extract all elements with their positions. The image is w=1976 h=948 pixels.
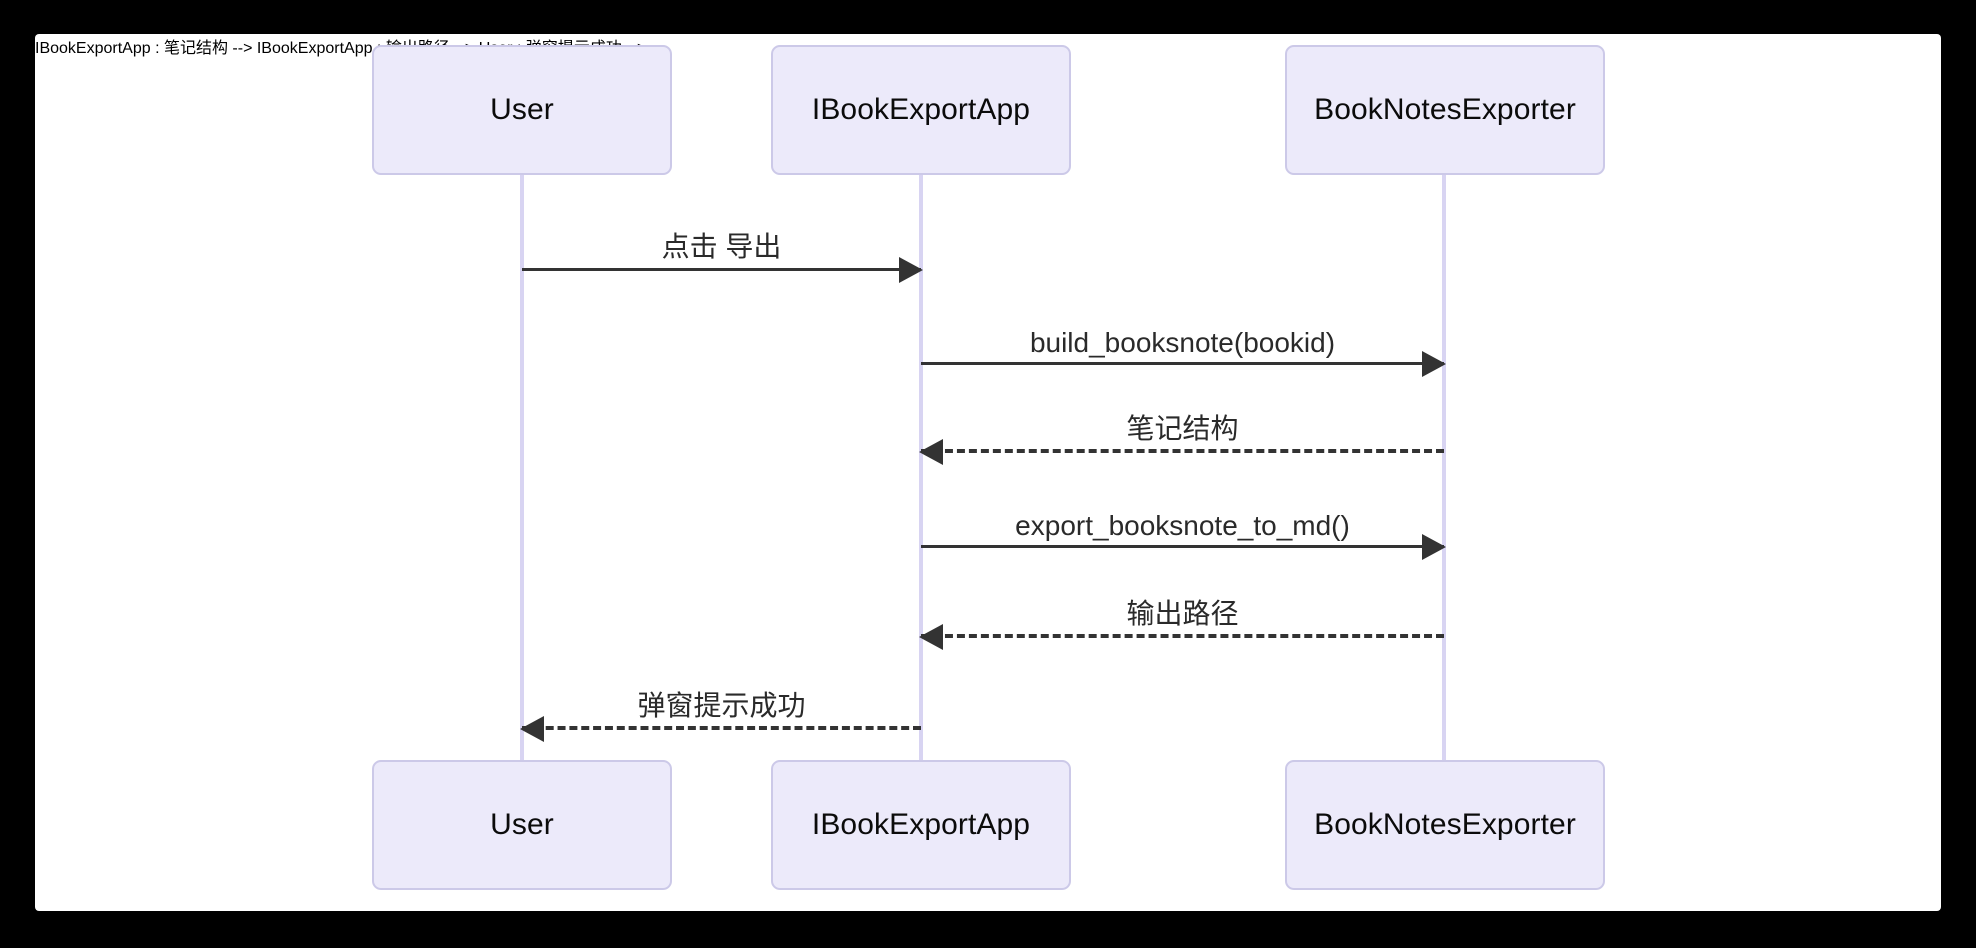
message-6[interactable]: 弹窗提示成功 [520, 686, 921, 742]
message-3-line [921, 449, 1444, 453]
participant-box-booknotesexporter-bottom[interactable]: BookNotesExporter [1285, 760, 1605, 890]
message-2-label: build_booksnote(bookid) [1029, 327, 1336, 358]
message-5[interactable]: 输出路径 [919, 594, 1444, 650]
arrowhead-right-icon [1422, 351, 1446, 377]
message-6-line [522, 726, 921, 730]
participant-label-ibookexportapp-top: IBookExportApp [811, 93, 1031, 126]
lifeline-user [520, 145, 524, 760]
participant-label-booknotesexporter-top: BookNotesExporter [1314, 93, 1576, 126]
participant-label-booknotesexporter-bottom: BookNotesExporter [1314, 808, 1576, 841]
participant-box-booknotesexporter-top[interactable]: BookNotesExporter [1285, 45, 1605, 175]
message-5-label: 输出路径 [1126, 598, 1239, 629]
participant-label-user-top: User [490, 93, 554, 126]
message-4-label: export_booksnote_to_md() [1015, 510, 1350, 541]
participant-box-user-top[interactable]: User [372, 45, 672, 175]
participant-label-user-bottom: User [490, 808, 554, 841]
message-3-label: 笔记结构 [1126, 413, 1239, 444]
message-6-label: 弹窗提示成功 [637, 690, 806, 721]
arrowhead-right-icon [1422, 534, 1446, 560]
arrowhead-left-icon [919, 439, 943, 465]
message-4[interactable]: export_booksnote_to_md() [921, 504, 1446, 560]
message-2-line [921, 362, 1444, 365]
arrowhead-right-icon [899, 257, 923, 283]
participant-box-ibookexportapp-bottom[interactable]: IBookExportApp [771, 760, 1071, 890]
message-2[interactable]: build_booksnote(bookid) [921, 321, 1446, 377]
participant-box-user-bottom[interactable]: User [372, 760, 672, 890]
arrowhead-left-icon [919, 624, 943, 650]
sequence-diagram: User IBookExportApp BookNotesExporter Us… [35, 34, 1941, 911]
participant-label-ibookexportapp-bottom: IBookExportApp [811, 808, 1031, 841]
arrowhead-left-icon [520, 716, 544, 742]
message-3[interactable]: 笔记结构 [919, 409, 1444, 465]
message-4-line [921, 545, 1444, 548]
message-1-line [522, 268, 921, 271]
participant-box-ibookexportapp-top[interactable]: IBookExportApp [771, 45, 1071, 175]
message-1-label: 点击 导出 [661, 231, 782, 262]
lifeline-booknotesexporter [1442, 145, 1446, 760]
message-5-line [921, 634, 1444, 638]
diagram-canvas: User IBookExportApp BookNotesExporter Us… [35, 34, 1941, 911]
message-1[interactable]: 点击 导出 [522, 227, 923, 283]
